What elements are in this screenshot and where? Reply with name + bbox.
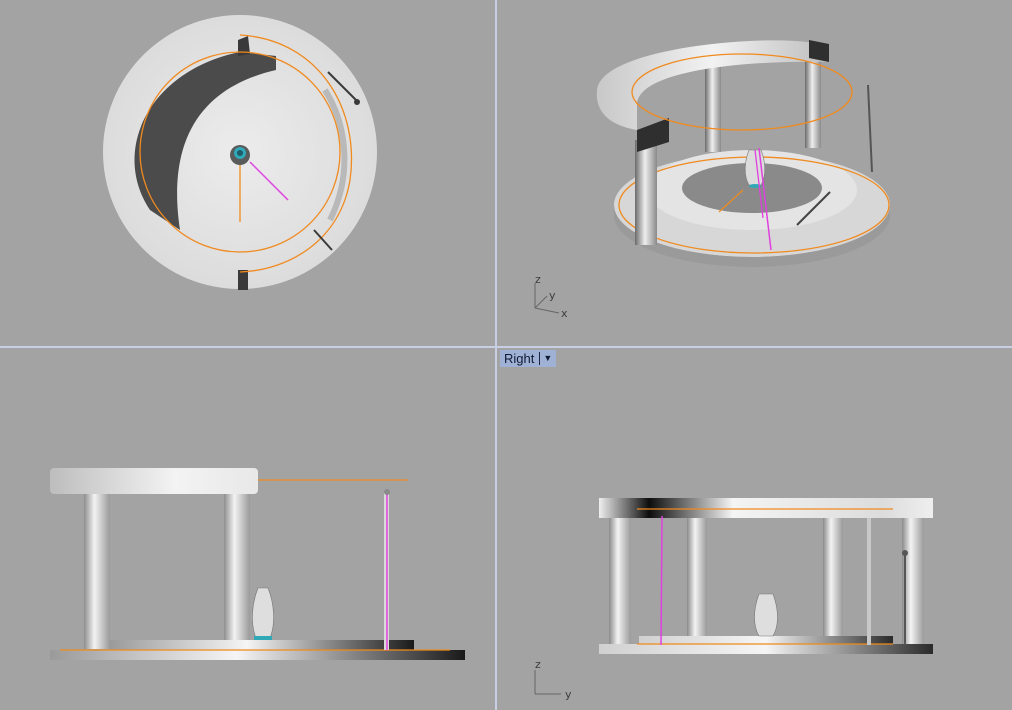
front-canvas[interactable] [0,348,495,710]
post-line [327,71,357,101]
magenta-line [660,515,663,646]
viewport-right[interactable]: Right ▼ [497,348,1012,710]
ring-end-dark [637,105,669,152]
post-2 [796,191,831,226]
axis-z-label: z [535,273,541,286]
vase [252,587,274,639]
viewport-front[interactable] [0,348,495,710]
right-canvas[interactable]: z y [497,348,1012,710]
ring-edge [322,88,348,222]
post-head [354,99,360,105]
pole [867,518,871,645]
magenta-line [758,147,772,251]
orange-top-ring [631,53,853,131]
ring-shadow [134,52,276,230]
base-plate [599,644,933,654]
chevron-down-icon[interactable]: ▼ [543,353,553,363]
vase-base [749,184,761,188]
top-slab [50,468,258,494]
magenta-line [249,161,289,201]
post-line-2 [313,229,333,251]
magenta-line-2 [754,149,764,219]
top-view-canvas[interactable] [0,0,495,346]
base-plate [50,650,465,660]
post-head [902,550,908,556]
top-slab [599,498,933,518]
separator [539,352,541,365]
viewport-right-title: Right [504,351,535,366]
viewport-right-tab[interactable]: Right ▼ [500,350,557,367]
column-1 [635,140,657,245]
vase-center [237,150,243,156]
axis-z-label: z [535,658,541,671]
orange-circle-inner [139,51,341,253]
perspective-canvas[interactable]: z y x [497,0,1012,346]
viewport-perspective[interactable]: z y x [497,0,1012,346]
viewport-top[interactable] [0,0,495,346]
axes-gizmo: z y x [534,273,568,320]
column-right [224,494,250,649]
pole-head [384,489,390,495]
ring-end-dark-2 [809,40,829,62]
column-3 [805,60,821,148]
column-left [84,494,110,649]
column-4 [902,518,924,646]
column-2 [687,518,707,638]
base-inner [639,636,893,646]
orange-line [718,189,744,213]
axis-y-label: y [549,289,556,302]
vase-base [254,636,272,640]
axis-y-label: y [565,688,572,701]
viewport-divider-horizontal[interactable] [0,346,1012,348]
ring-cut [238,36,250,56]
vase [754,593,778,637]
post [867,84,873,173]
base-inner [110,640,414,650]
base-shadow [682,163,822,213]
orange-arc-outer [239,34,353,273]
viewport-divider-vertical[interactable] [495,0,497,710]
column-1 [609,518,631,646]
axes-gizmo: z y [534,658,572,701]
axis-x-label: x [561,307,568,320]
column-3 [823,518,843,638]
ring-cut-bottom [238,270,248,290]
column-2 [705,62,721,152]
top-ring [596,40,829,130]
base-disc-side [614,205,890,267]
